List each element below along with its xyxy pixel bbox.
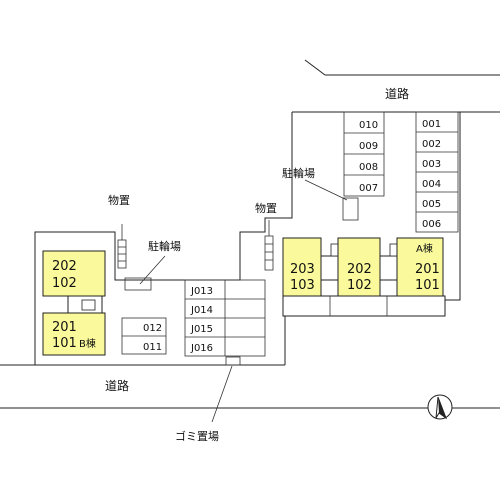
building-a-unit-3: [396, 237, 444, 297]
parking-top-left: 010 009 008 007: [343, 111, 385, 197]
parking-top-right-2: 003: [422, 159, 441, 170]
bike-left-label: 駐輪場: [148, 239, 181, 253]
building-b-unit-upper: [42, 250, 106, 297]
storage-right: 物置: [255, 201, 277, 271]
building-b-tag: B棟: [79, 337, 96, 350]
south-road: 道路: [0, 300, 500, 409]
building-a-base: [282, 295, 446, 317]
parking-middle-1: J014: [190, 305, 213, 316]
parking-top-right-4: 005: [422, 199, 441, 210]
north-arrow-icon: [427, 394, 453, 420]
building-a-unit-1: [282, 237, 322, 297]
bike-parking-left: 駐輪場: [124, 239, 181, 291]
a-unit-3-upper: 201: [415, 262, 440, 277]
storage-left: 物置: [108, 193, 130, 269]
parking-small: 012 011: [121, 317, 167, 355]
parking-top-right: 001 002 003 004 005 006: [415, 111, 459, 233]
north-road: 道路: [292, 59, 500, 113]
building-a-stair-1: [320, 255, 339, 281]
parking-top-left-3: 007: [359, 183, 378, 194]
a-unit-1-upper: 203: [290, 262, 315, 277]
building-a: 203 103 202 102 201 101 A棟: [282, 237, 446, 317]
building-b-stair-landing: [81, 299, 96, 311]
b-unit-2-upper: 201: [52, 320, 77, 335]
parking-top-right-3: 004: [422, 179, 441, 190]
b-unit-1-upper: 202: [52, 259, 77, 274]
storage-left-label: 物置: [108, 193, 130, 207]
a-unit-1-lower: 103: [290, 278, 315, 293]
building-b: 202 102 201 101 B棟: [42, 250, 106, 356]
parking-small-0: 012: [143, 323, 162, 334]
parking-middle-0: J013: [190, 286, 213, 297]
building-a-stair-2: [379, 255, 398, 281]
b-unit-2-lower: 101: [52, 336, 77, 351]
building-a-tag: A棟: [416, 242, 433, 255]
a-unit-3-lower: 101: [415, 278, 440, 293]
garbage-label: ゴミ置場: [175, 429, 219, 443]
building-b-unit-lower: [42, 312, 106, 356]
a-unit-2-upper: 202: [347, 262, 372, 277]
bike-parking-right: 駐輪場: [282, 166, 359, 221]
parking-middle-2: J015: [190, 324, 213, 335]
parking-top-left-0: 010: [359, 120, 378, 131]
north-road-label: 道路: [385, 86, 409, 101]
garbage-area: ゴミ置場: [175, 356, 241, 443]
parking-top-right-0: 001: [422, 119, 441, 130]
parking-top-right-1: 002: [422, 139, 441, 150]
a-unit-2-lower: 102: [347, 278, 372, 293]
bike-right-label: 駐輪場: [282, 166, 315, 180]
b-unit-1-lower: 102: [52, 276, 77, 291]
parking-top-left-1: 009: [359, 141, 378, 152]
parking-middle-3: J016: [190, 343, 213, 354]
parking-top-left-2: 008: [359, 162, 378, 173]
parking-middle: J013 J014 J015 J016: [184, 279, 266, 357]
parking-top-right-5: 006: [422, 219, 441, 230]
south-road-label: 道路: [105, 378, 129, 393]
parking-small-1: 011: [143, 342, 162, 353]
storage-right-label: 物置: [255, 201, 277, 215]
